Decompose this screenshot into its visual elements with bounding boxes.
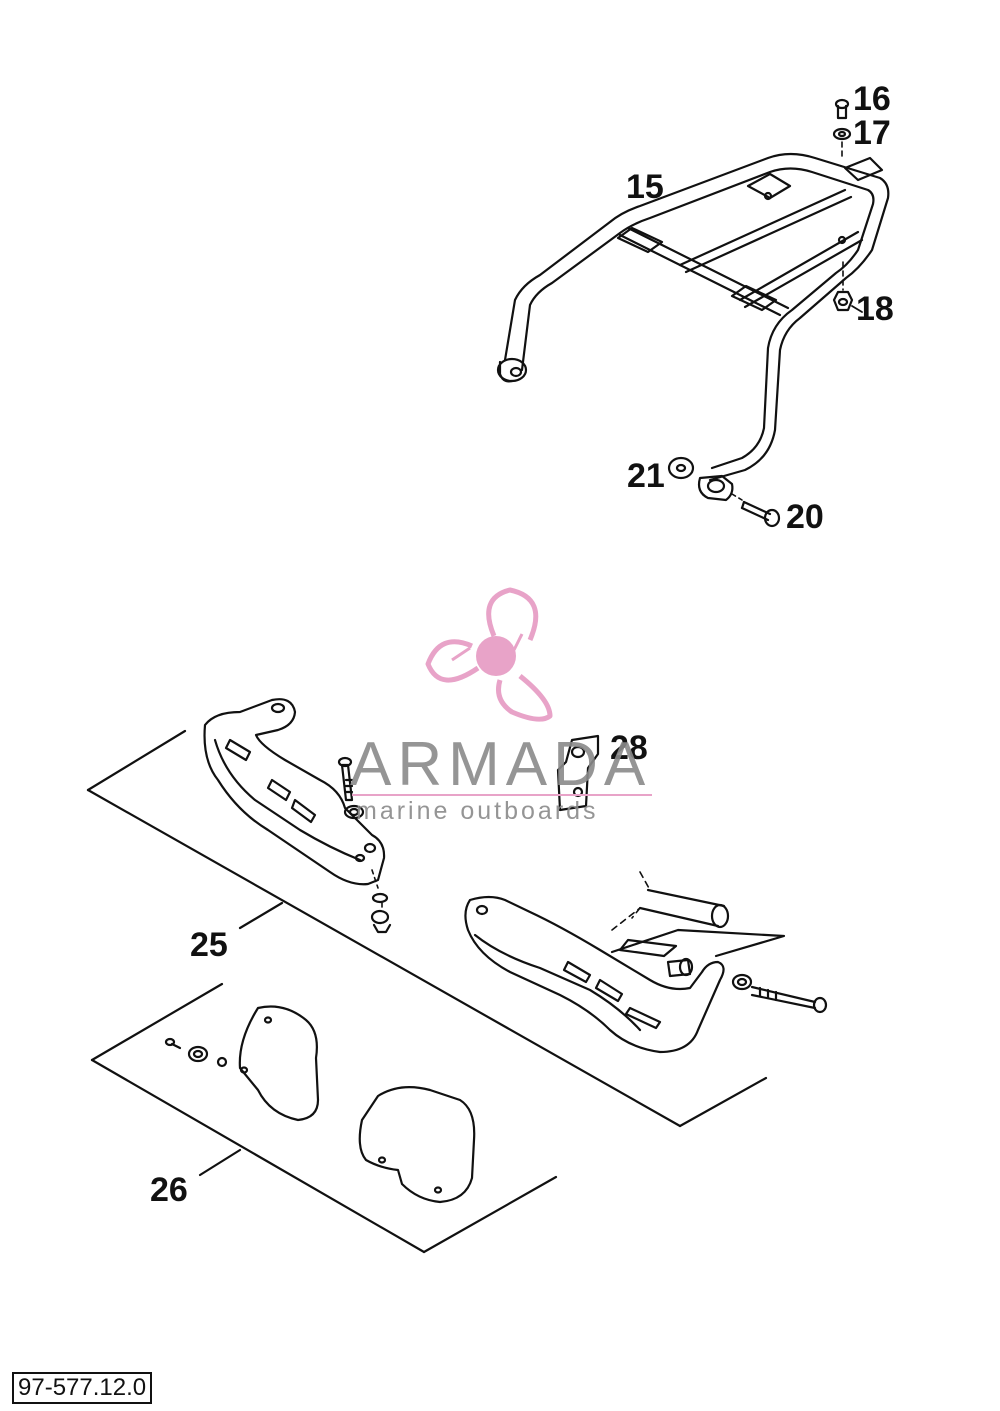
callout-17: 17 — [853, 114, 891, 152]
spoiler-hardware — [164, 1037, 228, 1068]
luggage-rack — [496, 152, 890, 502]
callout-15: 15 — [626, 168, 664, 206]
handguard-kit-outline — [86, 729, 768, 1128]
callout-26: 26 — [150, 1171, 188, 1209]
spoiler-kit-outline — [90, 982, 558, 1254]
bolt-20 — [740, 500, 781, 528]
spoiler-right — [358, 1085, 476, 1204]
callout-21: 21 — [627, 457, 665, 495]
document-number: 97-577.12.0 — [12, 1372, 153, 1405]
leader-lines — [851, 305, 863, 313]
plate-28 — [556, 734, 600, 812]
watermark-rule — [352, 794, 652, 796]
callout-16: 16 — [853, 80, 891, 118]
watermark-name: ARMADA — [350, 730, 652, 799]
spoiler-left — [238, 1005, 320, 1122]
callout-18: 18 — [856, 290, 894, 328]
callout-20: 20 — [786, 498, 824, 536]
right-handguard — [464, 895, 725, 1054]
right-handguard-bolt — [666, 957, 828, 1014]
handlebar-stub — [610, 871, 786, 958]
left-handguard-bolt — [337, 756, 392, 934]
armada-logo-icon — [425, 587, 553, 722]
washer-17 — [832, 127, 852, 141]
left-handguard — [203, 698, 386, 886]
callout-28: 28 — [610, 729, 648, 767]
bolt-16 — [834, 98, 850, 120]
nut-18 — [832, 290, 854, 312]
watermark-tagline: marine outboards — [356, 797, 599, 825]
callout-25: 25 — [190, 926, 228, 964]
washer-21 — [667, 456, 695, 480]
